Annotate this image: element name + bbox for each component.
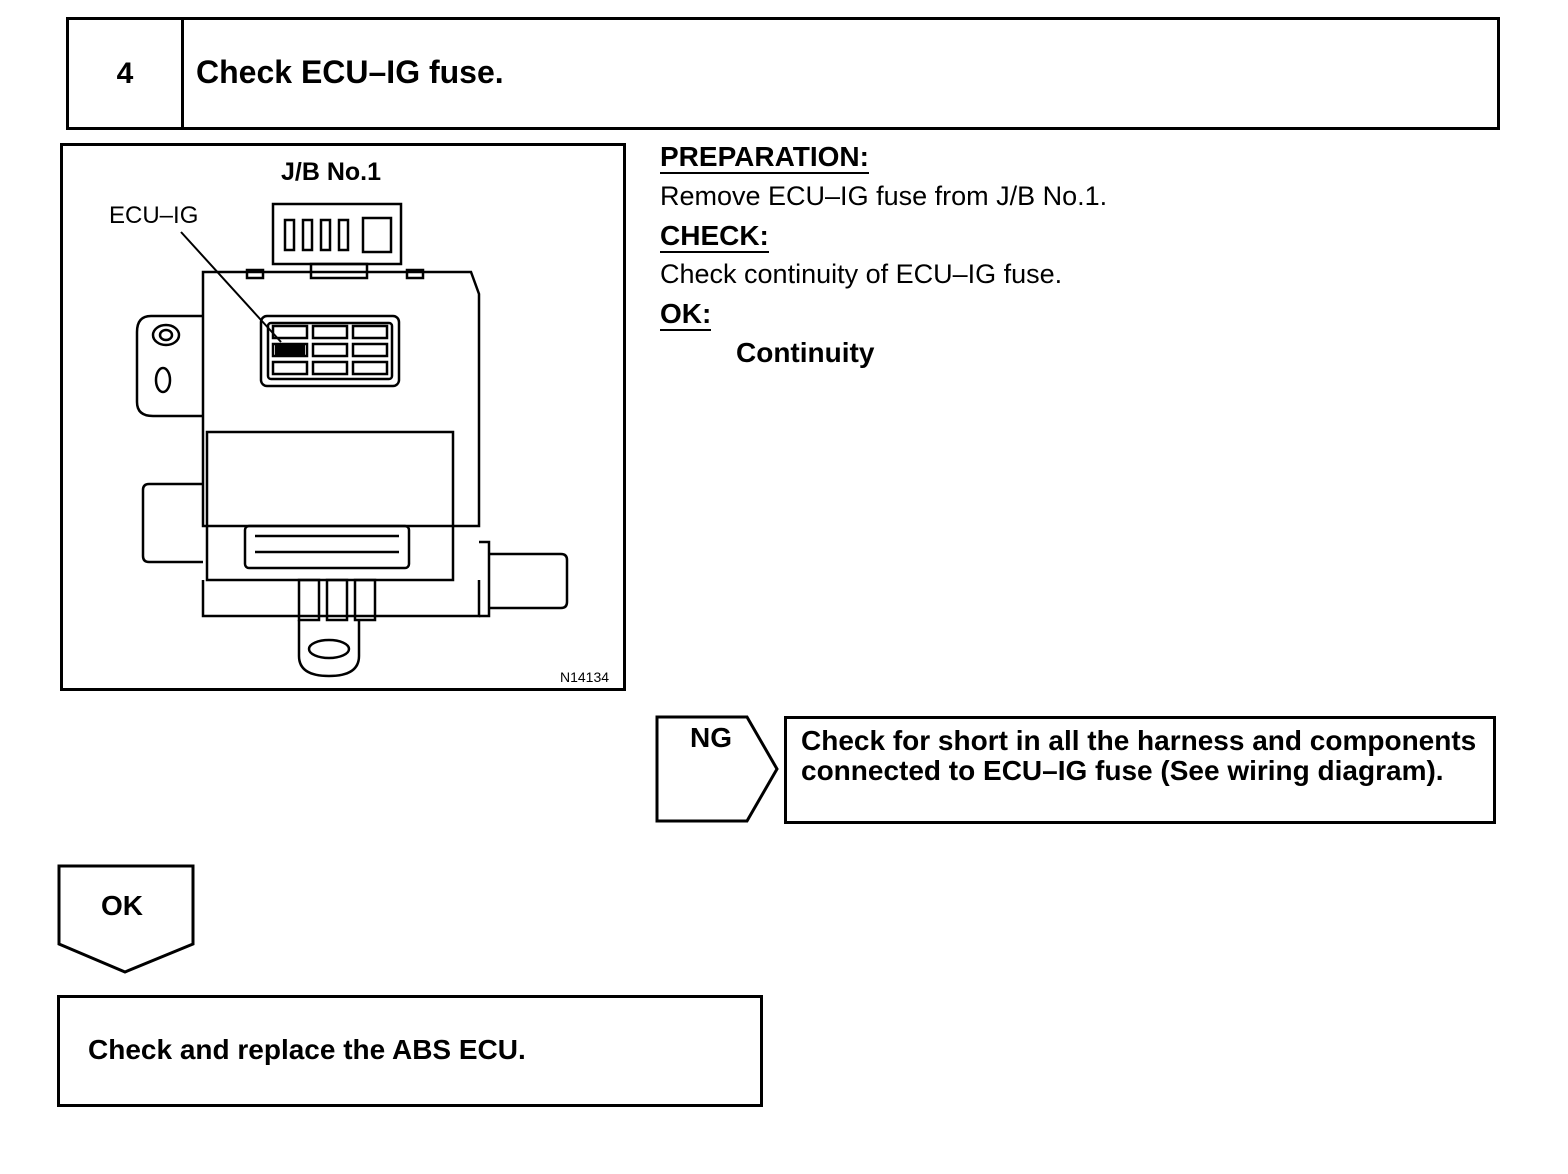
lower-connector xyxy=(243,524,411,570)
left-side-connector xyxy=(141,482,203,564)
mounting-bracket xyxy=(135,314,203,418)
preparation-text: Remove ECU–IG fuse from J/B No.1. xyxy=(660,181,1108,211)
ng-arrow-shape xyxy=(655,715,779,823)
figure-code: N14134 xyxy=(560,669,610,685)
step-number: 4 xyxy=(69,20,184,127)
right-side-connector xyxy=(489,552,569,610)
top-connector xyxy=(271,202,403,266)
junction-block-body xyxy=(201,270,481,528)
ecu-ig-fuse-highlight xyxy=(275,344,305,356)
ok-label: OK xyxy=(101,890,143,921)
step-header: 4 Check ECU–IG fuse. xyxy=(66,17,1500,130)
ng-action-text: Check for short in all the harness and c… xyxy=(801,725,1477,786)
junction-block-illustration: J/B No.1 ECU–IG N14134 xyxy=(60,143,626,691)
fuse-block xyxy=(259,314,401,388)
ok-result-text: Continuity xyxy=(736,337,875,368)
preparation-heading: PREPARATION: xyxy=(660,142,869,175)
junction-block-drawing xyxy=(135,202,569,678)
step-title: Check ECU–IG fuse. xyxy=(196,54,504,90)
ok-heading: OK: xyxy=(660,299,712,332)
ok-arrow-shape xyxy=(57,864,195,974)
bottom-hook xyxy=(297,620,361,678)
figure-title: J/B No.1 xyxy=(281,158,382,186)
ng-action-box: Check for short in all the harness and c… xyxy=(784,716,1496,824)
ok-action-text: Check and replace the ABS ECU. xyxy=(88,1034,526,1065)
ng-label: NG xyxy=(690,722,732,753)
fuse-callout-label: ECU–IG xyxy=(109,202,199,229)
check-text: Check continuity of ECU–IG fuse. xyxy=(660,259,1063,289)
ok-action-box: Check and replace the ABS ECU. xyxy=(57,995,763,1107)
check-heading: CHECK: xyxy=(660,221,769,254)
